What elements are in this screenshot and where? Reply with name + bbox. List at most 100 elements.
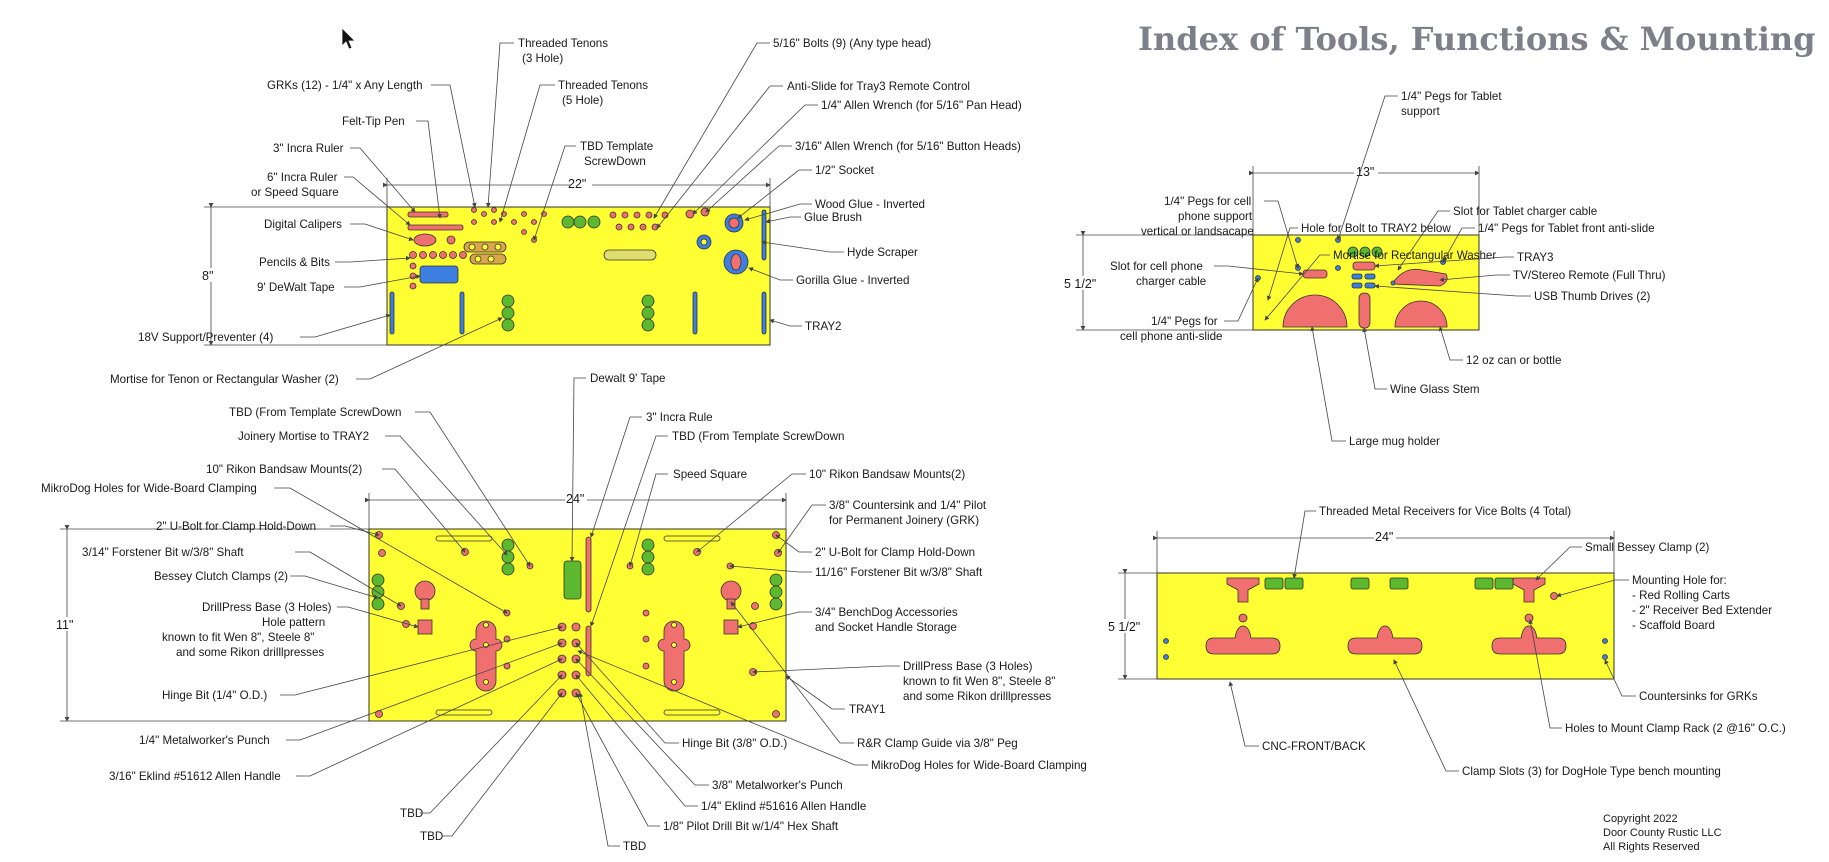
tray3-group: 13" 5 1/2" 1/4" Pegs for Tablet support … [1064, 90, 1666, 448]
label-eklind-51612: 3/16" Eklind #51612 Allen Handle [109, 770, 281, 783]
cnc-group: 24" 5 1/2" Threaded Metal Receivers for … [1108, 505, 1786, 778]
label-rikon-right: and some Rikon drilllpresses [903, 690, 1051, 703]
label-3-16-allen: 3/16" Allen Wrench (for 5/16" Button Hea… [795, 140, 1021, 153]
label-pencils-bits: Pencils & Bits [259, 256, 330, 269]
copyright-line-2: Door County Rustic LLC [1603, 827, 1722, 839]
copyright-block: Copyright 2022 Door County Rustic LLC Al… [1603, 813, 1722, 853]
label-bessey-clutch: Bessey Clutch Clamps (2) [154, 570, 288, 583]
label-tbd-template-1: TBD (From Template ScrewDown [229, 406, 401, 419]
cnc-height-dim: 5 1/2" [1108, 620, 1140, 634]
label-3-incra-rule: 3" Incra Rule [646, 411, 713, 424]
label-tbd-b: TBD [420, 830, 443, 843]
label-rikon-mounts-left: 10" Rikon Bandsaw Mounts(2) [206, 463, 362, 476]
label-3-incra: 3" Incra Ruler [273, 142, 344, 155]
tray2-group: 22" 8" [110, 37, 1022, 386]
label-anti-slide: Anti-Slide for Tray3 Remote Control [787, 80, 970, 93]
copyright-line-1: Copyright 2022 [1603, 813, 1678, 825]
label-vertical-landscape: vertical or landsacape [1141, 225, 1254, 238]
label-18v-support: 18V Support/Preventer (4) [138, 331, 273, 344]
label-tbd-template-2: TBD (From Template ScrewDown [672, 430, 844, 443]
tray2-name: TRAY2 [805, 320, 842, 333]
tray1-group: 24" 11" [41, 372, 1087, 853]
label-rr-clamp: R&R Clamp Guide via 3/8" Peg [857, 737, 1018, 750]
label-clamp-rack: Holes to Mount Clamp Rack (2 @16" O.C.) [1565, 722, 1786, 735]
tray1-name: TRAY1 [849, 703, 886, 716]
label-1-4-allen: 1/4" Allen Wrench (for 5/16" Pan Head) [821, 99, 1022, 112]
label-u-bolt-right: 2" U-Bolt for Clamp Hold-Down [815, 546, 975, 559]
label-red-carts: - Red Rolling Carts [1632, 589, 1730, 602]
label-wen-right: known to fit Wen 8", Steele 8" [903, 675, 1055, 688]
tray2-height-dim: 8" [202, 269, 213, 283]
label-charger-cable: charger cable [1136, 275, 1206, 288]
label-dewalt-9-tape: Dewalt 9' Tape [590, 372, 665, 385]
label-mug-holder: Large mug holder [1349, 435, 1440, 448]
label-joinery-mortise: Joinery Mortise to TRAY2 [238, 430, 369, 443]
page-title: Index of Tools, Functions & Mounting [1138, 20, 1816, 58]
label-wood-glue: Wood Glue - Inverted [815, 198, 925, 211]
label-5-16-bolts: 5/16" Bolts (9) (Any type head) [773, 37, 931, 50]
label-slot-cell: Slot for cell phone [1110, 260, 1203, 273]
label-dewalt-tape: 9' DeWalt Tape [257, 281, 335, 294]
label-tv-remote: TV/Stereo Remote (Full Thru) [1513, 269, 1666, 282]
tray3-width-dim: 13" [1356, 165, 1374, 179]
label-5-hole: (5 Hole) [562, 94, 603, 107]
label-threaded-receivers: Threaded Metal Receivers for Vice Bolts … [1319, 505, 1571, 518]
label-metalworker-1-4: 1/4" Metalworker's Punch [139, 734, 270, 747]
label-speed-square: or Speed Square [251, 186, 339, 199]
copyright-line-3: All Rights Reserved [1603, 841, 1700, 853]
label-eklind-51616: 1/4" Eklind #51616 Allen Handle [701, 800, 866, 813]
label-mounting-hole: Mounting Hole for: [1632, 574, 1727, 587]
label-permanent-joinery: for Permanent Joinery (GRK) [829, 514, 979, 527]
label-grks: GRKs (12) - 1/4" x Any Length [267, 79, 423, 92]
cnc-name: CNC-FRONT/BACK [1262, 740, 1366, 753]
label-glue-brush: Glue Brush [804, 211, 862, 224]
label-support: support [1401, 105, 1440, 118]
label-tbd-template: TBD Template [580, 140, 653, 153]
label-countersink: 3/8" Countersink and 1/4" Pilot [829, 499, 987, 512]
label-pegs-cell: 1/4" Pegs for cell [1164, 195, 1251, 208]
label-wen-left: known to fit Wen 8", Steele 8" [162, 631, 314, 644]
label-socket-storage: and Socket Handle Storage [815, 621, 957, 634]
label-hyde-scraper: Hyde Scraper [847, 246, 918, 259]
label-gorilla-glue: Gorilla Glue - Inverted [796, 274, 909, 287]
label-phone-support: phone support [1178, 210, 1253, 223]
label-hinge-3-8: Hinge Bit (3/8" O.D.) [682, 737, 787, 750]
label-pilot-drill: 1/8" Pilot Drill Bit w/1/4" Hex Shaft [663, 820, 839, 833]
label-felt-tip-pen: Felt-Tip Pen [342, 115, 405, 128]
tray3-name: TRAY3 [1517, 251, 1554, 264]
cnc-width-dim: 24" [1375, 530, 1393, 544]
label-3-hole: (3 Hole) [522, 52, 563, 65]
label-metalworker-3-8: 3/8" Metalworker's Punch [712, 779, 843, 792]
label-6-incra: 6" Incra Ruler [267, 171, 338, 184]
tray3-height-dim: 5 1/2" [1064, 277, 1096, 291]
label-cell-anti-slide: cell phone anti-slide [1120, 330, 1222, 343]
label-hole-pattern: Hole pattern [262, 616, 325, 629]
label-mortise-tenon: Mortise for Tenon or Rectangular Washer … [110, 373, 339, 386]
label-pegs-tablet-front: 1/4" Pegs for Tablet front anti-slide [1478, 222, 1655, 235]
label-countersinks-grks: Countersinks for GRKs [1639, 690, 1758, 703]
label-1-2-socket: 1/2" Socket [815, 164, 875, 177]
label-hole-bolt: Hole for Bolt to TRAY2 below [1301, 222, 1451, 235]
label-tbd-a: TBD [400, 807, 423, 820]
label-12oz-can: 12 oz can or bottle [1466, 354, 1561, 367]
label-threaded-tenons-3: Threaded Tenons [518, 37, 608, 50]
label-small-bessey: Small Bessey Clamp (2) [1585, 541, 1709, 554]
label-clamp-slots: Clamp Slots (3) for DogHole Type bench m… [1462, 765, 1721, 778]
label-bed-extender: - 2" Receiver Bed Extender [1632, 604, 1772, 617]
label-forstener-3-14: 3/14" Forstener Bit w/3/8" Shaft [82, 546, 244, 559]
label-benchdog: 3/4" BenchDog Accessories [815, 606, 958, 619]
label-threaded-tenons-5: Threaded Tenons [558, 79, 648, 92]
label-tbd-c: TBD [623, 840, 646, 853]
label-drillpress-left: DrillPress Base (3 Holes) [202, 601, 332, 614]
label-pegs-anti-slide: 1/4" Pegs for [1151, 315, 1218, 328]
label-rikon-left: and some Rikon drilllpresses [176, 646, 324, 659]
label-mortise-washer: Mortise for Rectangular Washer [1333, 249, 1496, 262]
label-hinge-1-4: Hinge Bit (1/4" O.D.) [162, 689, 267, 702]
label-wine-glass: Wine Glass Stem [1390, 383, 1480, 396]
label-drillpress-right: DrillPress Base (3 Holes) [903, 660, 1033, 673]
label-forstener-11-16: 11/16" Forstener Bit w/3/8" Shaft [815, 566, 983, 579]
label-slot-tablet: Slot for Tablet charger cable [1453, 205, 1597, 218]
label-mikrodog-top: MikroDog Holes for Wide-Board Clamping [41, 482, 257, 495]
label-scaffold: - Scaffold Board [1632, 619, 1715, 632]
